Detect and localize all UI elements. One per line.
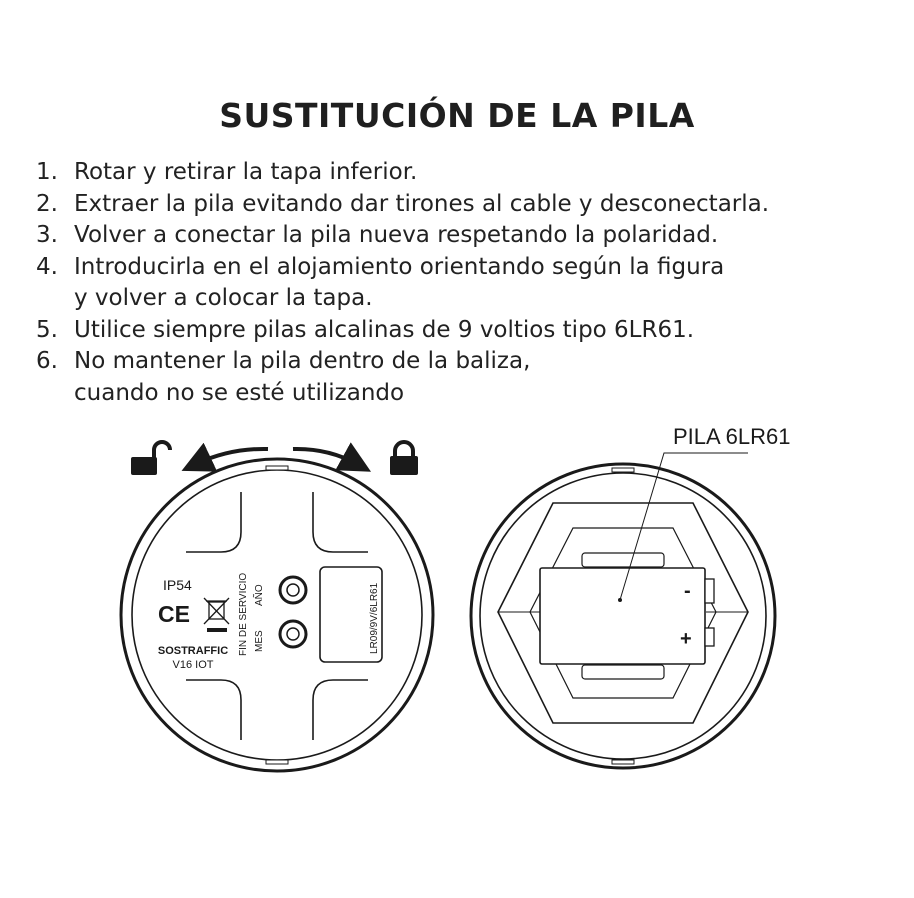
step-number: 5.: [36, 316, 58, 343]
rotate-left-arrow: [181, 442, 269, 472]
step-text: Extraer la pila evitando dar tirones al …: [74, 190, 770, 217]
callout-dot: [618, 598, 622, 602]
month-dial: [278, 619, 308, 649]
step-text: Rotar y retirar la tapa inferior.: [74, 159, 418, 185]
unlock-icon: [131, 440, 172, 475]
battery-plus-sign: +: [680, 628, 692, 650]
step-item: 2. Extraer la pila evitando dar tirones …: [36, 189, 906, 221]
model-name: V16 IOT: [173, 659, 214, 671]
step-text: No mantener la pila dentro de la baliza,: [74, 348, 531, 374]
year-label: AÑO: [252, 584, 265, 606]
brand-name: SOSTRAFFIC: [158, 645, 228, 657]
step-number: 2.: [36, 190, 58, 217]
step-text: Volver a conectar la pila nueva respetan…: [74, 222, 719, 248]
year-dial: [278, 575, 308, 605]
step-item: 1. Rotar y retirar la tapa inferior.: [36, 157, 906, 189]
step-text-continuation: cuando no se esté utilizando: [74, 379, 405, 406]
step-item: 6. No mantener la pila dentro de la bali…: [36, 346, 906, 409]
ce-mark-icon: CE: [158, 601, 190, 627]
end-of-service-label: FIN DE SERVICIO: [238, 573, 249, 656]
step-number: 4.: [36, 253, 58, 280]
battery-9v: [539, 567, 715, 665]
step-number: 1.: [36, 159, 58, 185]
step-text: Introducirla en el alojamiento orientand…: [74, 253, 725, 280]
step-text: Utilice siempre pilas alcalinas de 9 vol…: [74, 316, 695, 343]
step-item: 3. Volver a conectar la pila nueva respe…: [36, 220, 906, 252]
callout-leader-line: [619, 452, 748, 601]
step-text-continuation: y volver a colocar la tapa.: [74, 285, 373, 311]
month-label: MES: [254, 630, 265, 652]
battery-code: LR09/9V/6LR61: [369, 582, 380, 654]
open-housing: [469, 462, 777, 770]
lock-icon: [390, 440, 418, 475]
page-title: SUSTITUCIÓN DE LA PILA: [219, 96, 695, 135]
instruction-list: 1. Rotar y retirar la tapa inferior. 2. …: [36, 157, 906, 409]
step-number: 3.: [36, 222, 58, 248]
rotate-right-arrow: [292, 442, 372, 472]
step-item: 4. Introducirla en el alojamiento orient…: [36, 252, 906, 315]
battery-minus-sign: -: [684, 580, 691, 602]
battery-callout-label: PILA 6LR61: [673, 424, 790, 449]
step-item: 5. Utilice siempre pilas alcalinas de 9 …: [36, 315, 906, 347]
battery-code-box: [319, 566, 383, 663]
weee-bin-icon: [203, 597, 230, 632]
ip-rating: IP54: [163, 577, 192, 593]
bottom-cover: [119, 457, 435, 773]
step-number: 6.: [36, 348, 58, 374]
